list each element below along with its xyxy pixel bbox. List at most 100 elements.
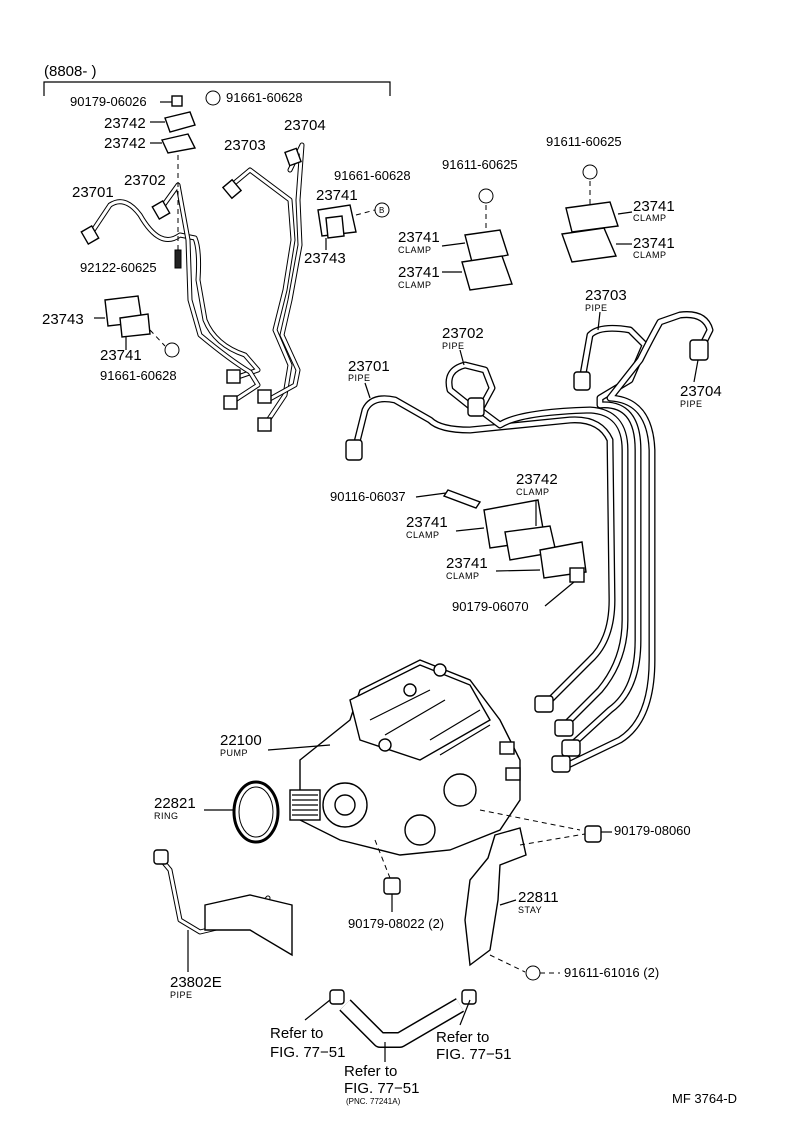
pipe-23704-fitting-icon: [689, 339, 709, 361]
label-22811-sub: STAY: [518, 905, 542, 915]
nut-90179-08060-icon: [584, 825, 602, 843]
label-23802e-sub: PIPE: [170, 990, 193, 1000]
ref-right-line2: FIG. 77−51: [436, 1046, 511, 1063]
main-pipe-assembly: [345, 311, 714, 773]
label-ur-clamp-b1-sub: CLAMP: [633, 213, 667, 223]
label-91661-60628-a: 91661-60628: [226, 90, 303, 105]
label-90179-08060: 90179-08060: [614, 823, 691, 838]
pump-labels: 22100 PUMP 22821 RING: [154, 732, 331, 821]
injection-pump: [289, 659, 521, 856]
stud-90116-icon: [442, 489, 482, 509]
label-23741-clamp-a-sub: CLAMP: [406, 530, 440, 540]
label-23703-pipe-sub: PIPE: [585, 303, 608, 313]
label-23743-b: 23743: [42, 311, 84, 328]
label-23743-a: 23743: [304, 250, 346, 267]
label-23741-clamp-a: 23741: [406, 514, 448, 531]
ref-bottom-line1: Refer to: [344, 1063, 397, 1080]
return-hose: [304, 989, 477, 1062]
nut-90179-06026-icon: [171, 95, 183, 107]
label-ur-clamp-b2-sub: CLAMP: [633, 250, 667, 260]
label-23702-pipe-sub: PIPE: [442, 341, 465, 351]
stay-22811-icon: [464, 827, 527, 967]
main-pipe-labels: 23703 PIPE 23702 PIPE 23701 PIPE 23704 P…: [348, 287, 722, 409]
label-23741-clamp-b-sub: CLAMP: [446, 571, 480, 581]
upper-left-pipe-bundle: [87, 142, 305, 428]
label-23742-a: 23742: [104, 115, 146, 132]
reference-labels: Refer to FIG. 77−51 Refer to FIG. 77−51 …: [270, 1025, 511, 1106]
label-91611-60625-b: 91611-60625: [546, 134, 622, 149]
clamp-ur-b1: [565, 201, 619, 233]
label-ur-clamp-b2: 23741: [633, 235, 675, 252]
label-91661-60628-c: 91661-60628: [100, 368, 177, 383]
pipe-23703-fitting-icon: [573, 371, 591, 391]
clamp-23742-upper: [164, 111, 196, 133]
clamp-23743-ul: [325, 215, 345, 239]
label-92122-60625: 92122-60625: [80, 260, 157, 275]
ref-bottom-line2: FIG. 77−51: [344, 1080, 419, 1097]
label-90179-08022: 90179-08022 (2): [348, 916, 444, 931]
ref-right-line1: Refer to: [436, 1029, 489, 1046]
label-23741-clamp-b: 23741: [446, 555, 488, 572]
label-91611-60625-a: 91611-60625: [442, 157, 518, 172]
label-ur-clamp-a2: 23741: [398, 264, 440, 281]
middle-clamp-set: 90116-06037 23742 CLAMP 23741 CLAMP 2374…: [330, 471, 587, 614]
upper-left-labels: 90179-06026 91661-60628 23742 23742 2370…: [42, 90, 411, 383]
label-23742-b: 23742: [104, 135, 146, 152]
clamp-23742-lower: [161, 133, 197, 154]
label-ur-clamp-b1: 23741: [633, 198, 675, 215]
upper-left-group: B: [80, 90, 390, 432]
label-23701: 23701: [72, 184, 114, 201]
label-23701-pipe-sub: PIPE: [348, 373, 371, 383]
label-23703: 23703: [224, 137, 266, 154]
label-23702: 23702: [124, 172, 166, 189]
label-23742-clamp-sub: CLAMP: [516, 487, 550, 497]
clamp-ur-a1: [464, 229, 509, 263]
bracket-23802e-icon: [204, 894, 293, 957]
label-23741-a: 23741: [316, 187, 358, 204]
label-22100-sub: PUMP: [220, 748, 248, 758]
figure-code: MF 3764-D: [672, 1091, 737, 1106]
pipe-end-fittings: [80, 147, 302, 432]
nut-90179-08022-icon: [383, 877, 401, 895]
stay-assembly: 90179-08060 22811 STAY 91611-61016 (2): [464, 809, 691, 981]
label-23742-clamp: 23742: [516, 471, 558, 488]
label-23702-pipe: 23702: [442, 325, 484, 342]
pipe-23702-fitting-icon: [467, 397, 485, 417]
bolt-b-ur2-icon: [582, 164, 598, 180]
label-90179-06026: 90179-06026: [70, 94, 147, 109]
label-23741-b: 23741: [100, 347, 142, 364]
label-ur-clamp-a1: 23741: [398, 229, 440, 246]
label-23704-pipe: 23704: [680, 383, 722, 400]
stud-92122-icon: [174, 249, 182, 269]
label-22100: 22100: [220, 732, 262, 749]
ref-left-line1: Refer to: [270, 1025, 323, 1042]
label-22811: 22811: [518, 889, 559, 906]
label-23802e: 23802E: [170, 974, 222, 991]
bolt-b-marker-3-icon: [205, 90, 221, 106]
bolt-b-ur1-icon: [478, 188, 494, 204]
clamp-23741-ll: [119, 313, 151, 338]
pipe-23701-fitting-icon: [345, 439, 363, 461]
o-ring-22821-icon: [232, 780, 280, 844]
label-91611-61016: 91611-61016 (2): [564, 965, 659, 980]
label-ur-clamp-a2-sub: CLAMP: [398, 280, 432, 290]
label-23704-pipe-sub: PIPE: [680, 399, 703, 409]
label-23704: 23704: [284, 117, 326, 134]
label-90116-06037: 90116-06037: [330, 489, 406, 504]
ref-bottom-line3: (PNC. 77241A): [346, 1097, 401, 1106]
upper-right-clamps: 91611-60625 91611-60625 23741 CLAMP 2374…: [398, 134, 675, 291]
bolt-b-letter: B: [379, 206, 384, 215]
label-ur-clamp-a1-sub: CLAMP: [398, 245, 432, 255]
clamp-ur-a2: [461, 255, 513, 291]
label-91661-60628-b: 91661-60628: [334, 168, 411, 183]
label-22821: 22821: [154, 795, 196, 812]
clamp-ur-b2: [561, 227, 618, 263]
label-23701-pipe: 23701: [348, 358, 390, 375]
bolt-b-stay-icon: [525, 965, 541, 981]
label-23703-pipe: 23703: [585, 287, 627, 304]
nut-90179-06070-icon: [569, 567, 585, 583]
group-bracket: [43, 81, 391, 96]
ref-left-line2: FIG. 77−51: [270, 1044, 345, 1061]
label-22821-sub: RING: [154, 811, 179, 821]
